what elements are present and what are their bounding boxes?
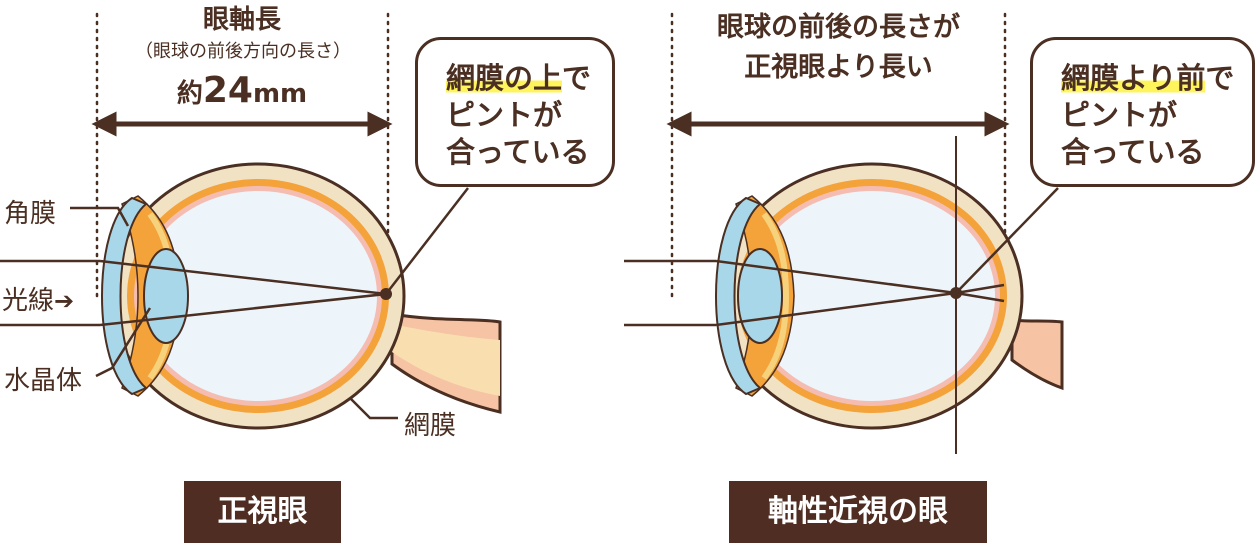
cornea-label: 角膜 <box>4 199 57 229</box>
retina-label: 網膜 <box>404 411 457 441</box>
normal-bubble-line1: 網膜の上で <box>446 60 602 97</box>
normal-bubble-line2: ピントが <box>446 98 563 132</box>
lens-leader-line <box>95 307 152 378</box>
axial-length-unit: mm <box>252 79 308 109</box>
normal-eye-diagram <box>0 12 502 430</box>
normal-lens <box>143 248 189 344</box>
myopic-bubble-line1: 網膜より前で <box>1061 60 1242 97</box>
myopic-focus-bubble: 網膜より前で ピントが 合っている <box>1030 37 1255 187</box>
myopic-bubble-highlight: 網膜より前 <box>1061 61 1206 95</box>
myopic-eye-label: 軸性近視の眼 <box>729 481 987 543</box>
axial-length-prefix: 約 <box>176 79 203 109</box>
myopic-length-line2: 正視眼より長い <box>744 52 933 83</box>
normal-light-rays <box>0 259 387 327</box>
myopic-light-rays <box>624 259 1005 327</box>
light-ray-text: 光線 <box>2 286 55 316</box>
axial-length-note: （眼球の前後方向の長さ） <box>135 41 351 62</box>
myopic-cornea <box>715 196 762 396</box>
myopic-bubble-line2: ピントが <box>1061 98 1178 132</box>
myopic-bubble-line3: 合っている <box>1061 135 1205 169</box>
myopic-vitreous <box>749 191 995 401</box>
myopic-optic-nerve <box>1010 318 1064 391</box>
myopic-bubble-pointer <box>955 187 1059 294</box>
normal-cornea <box>101 196 148 396</box>
normal-bubble-highlight: 網膜の上 <box>446 61 563 95</box>
axial-length-value: 約24mm <box>142 70 342 111</box>
myopic-eye-diagram <box>624 12 1064 454</box>
normal-vitreous <box>139 191 377 401</box>
light-ray-label: 光線➔ <box>2 280 74 317</box>
normal-focus-bubble: 網膜の上で ピントが 合っている <box>415 37 615 187</box>
lens-label: 水晶体 <box>4 366 83 396</box>
retina-leader-line <box>349 397 398 420</box>
axial-length-title: 眼軸長 <box>202 5 281 35</box>
normal-bubble-line1-rest: で <box>562 61 592 95</box>
right-arrow-icon: ➔ <box>54 287 75 315</box>
normal-bubble-line3: 合っている <box>446 135 590 169</box>
normal-bubble-pointer <box>385 187 469 295</box>
myopic-length-line1: 眼球の前後の長さが <box>717 12 960 43</box>
normal-eye-label: 正視眼 <box>184 481 341 543</box>
axial-length-number: 24 <box>202 70 253 111</box>
myopic-lens <box>737 248 783 344</box>
cornea-leader-line <box>70 206 130 227</box>
myopic-bubble-line1-rest: で <box>1205 61 1235 95</box>
